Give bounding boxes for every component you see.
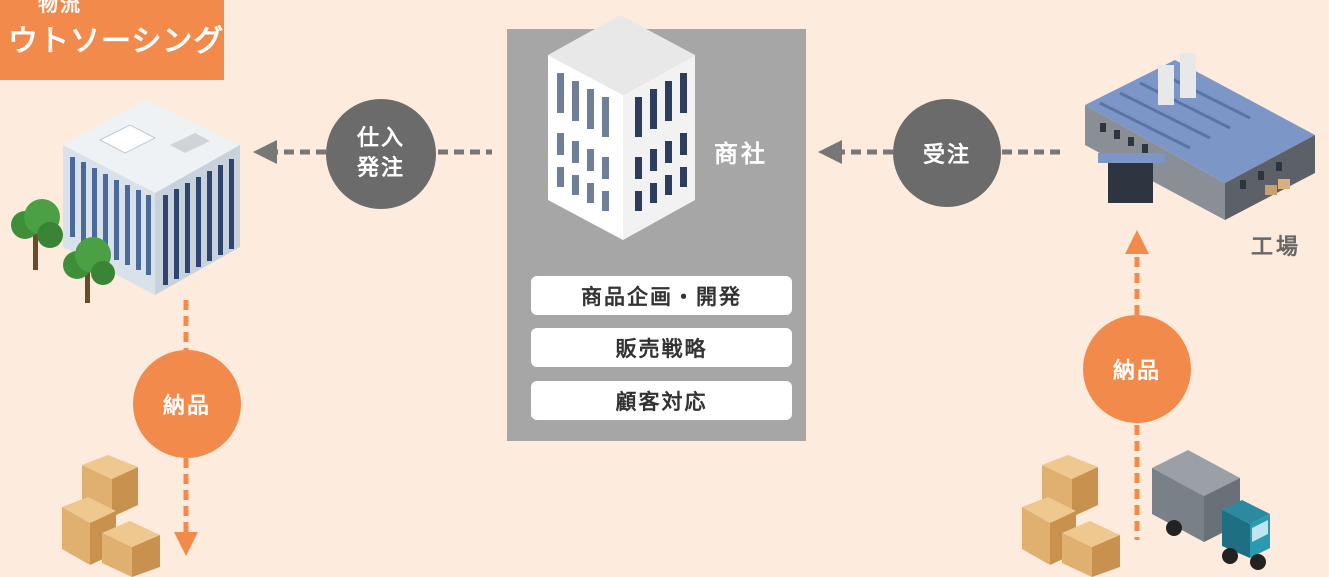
corner-label-line1: 物流 — [38, 0, 82, 16]
dotted-arrow-icon — [818, 140, 1062, 164]
dotted-arrow-icon — [253, 140, 492, 164]
right-delivery-circle: 納品 — [1083, 315, 1191, 423]
role-product-planning: 商品企画・開発 — [531, 276, 792, 315]
order-receipt-circle: 受注 — [893, 99, 1001, 207]
corner-label-line2: ウトソーシング — [8, 24, 225, 59]
dotted-arrow-icon — [1125, 230, 1149, 540]
cardboard-boxes-icon — [62, 455, 160, 577]
order-placement-line2: 発注 — [356, 156, 405, 181]
role-sales-strategy: 販売戦略 — [531, 328, 792, 367]
cardboard-boxes-icon — [1022, 455, 1120, 577]
role-customer-support: 顧客対応 — [531, 381, 792, 420]
left-delivery-circle: 納品 — [133, 350, 241, 458]
trading-company-building-icon — [548, 15, 695, 240]
order-placement-line1: 仕入 — [356, 126, 405, 151]
trading-company-label: 商社 — [714, 140, 768, 168]
corner-label: 物流 ウトソーシング — [0, 0, 224, 80]
office-building-icon — [11, 100, 240, 303]
order-placement-circle: 仕入 発注 — [326, 99, 436, 209]
factory-label: 工場 — [1251, 235, 1302, 260]
delivery-truck-icon — [1152, 450, 1270, 570]
dotted-arrow-icon — [174, 300, 198, 556]
trees-icon — [11, 199, 115, 303]
factory-icon — [1085, 53, 1315, 220]
